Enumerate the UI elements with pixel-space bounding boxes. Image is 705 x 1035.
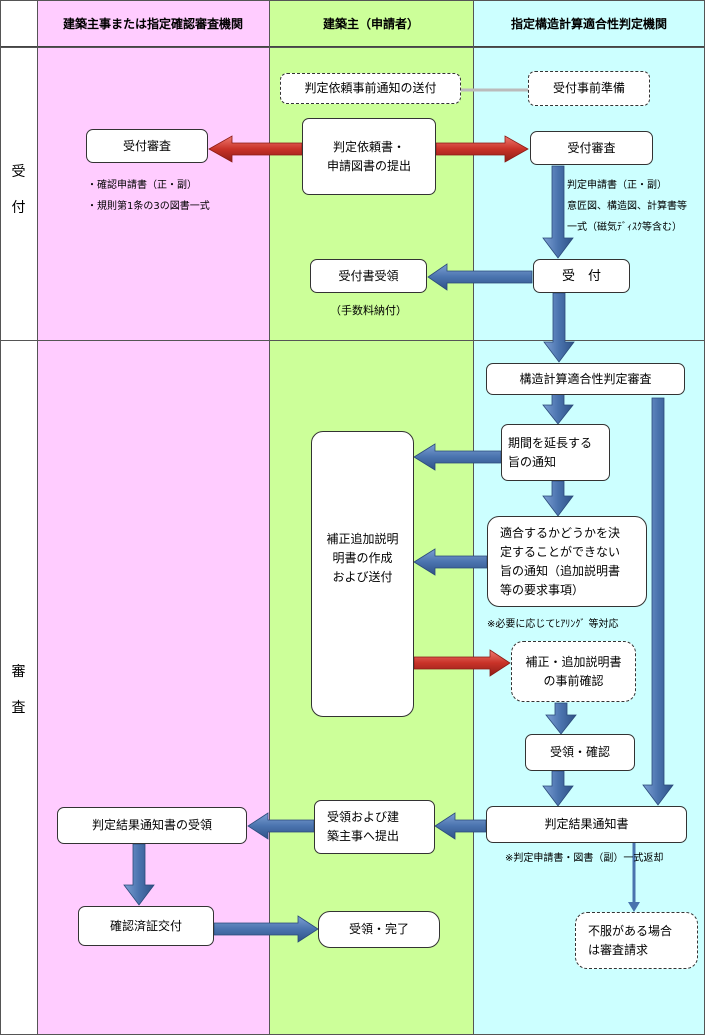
blue-arrow-left (434, 812, 487, 840)
divider (269, 0, 270, 1035)
result-received-box: 判定結果通知書の受領 (57, 807, 247, 844)
red-arrow-right (413, 649, 511, 677)
supplement-docs-box: 補正追加説明 明書の作成 および送付 (311, 431, 414, 717)
extension-notice-box: 期間を延長する 旨の通知 (501, 424, 610, 481)
phase-divider (0, 340, 705, 341)
hearing-note: ※必要に応じてﾋｱﾘﾝｸﾞ 等対応 (487, 619, 619, 630)
header-blank (0, 0, 37, 47)
phase-reception-char-1: 受 (11, 164, 26, 180)
blue-arrow-left (247, 812, 315, 840)
header-building-official: 建築主事または指定確認審査機関 (37, 0, 269, 47)
cannot-decide-notice-box: 適合するかどうかを決 定することができない 旨の通知（追加説明書 等の要求事項） (487, 516, 647, 607)
blue-arrow-down (542, 770, 574, 807)
blue-arrow-left (413, 443, 502, 471)
accept-box: 受 付 (533, 259, 630, 293)
submit-request-box: 判定依頼書・ 申請図書の提出 (302, 118, 436, 195)
right-docs-note-2: 意匠図、構造図、計算書等 (567, 201, 687, 212)
lane-phase (0, 0, 37, 1035)
objection-box: 不服がある場合 は審査請求 (575, 912, 698, 969)
receive-complete-box: 受領・完了 (318, 911, 440, 948)
red-arrow-right (435, 135, 529, 163)
blue-arrow-left (427, 263, 533, 291)
divider (0, 47, 705, 48)
phase-review-char-2: 査 (11, 700, 26, 716)
structural-review-box: 構造計算適合性判定審査 (486, 363, 685, 395)
header-judgement-agency: 指定構造計算適合性判定機関 (473, 0, 705, 47)
result-notice-box: 判定結果通知書 (486, 806, 687, 843)
fee-note: （手数料納付） (330, 304, 407, 317)
receive-confirm-box: 受領・確認 (525, 734, 635, 771)
right-docs-note-3: 一式（磁気ﾃﾞｨｽｸ等含む） (567, 222, 682, 233)
divider (37, 0, 38, 1035)
blue-arrow-down (542, 165, 574, 259)
receipt-received-box: 受付書受領 (310, 259, 427, 293)
phase-review: 審 査 (0, 650, 37, 730)
advance-notice-box: 判定依頼事前通知の送付 (280, 73, 461, 104)
lane-building-official (37, 0, 269, 1035)
right-docs-note-1: 判定申請書（正・副） (567, 180, 667, 191)
reception-review-left-box: 受付審査 (86, 129, 208, 163)
left-docs-note-1: ・確認申請書（正・副） (87, 180, 197, 191)
blue-arrow-down (545, 702, 577, 735)
phase-review-char-1: 審 (11, 664, 26, 680)
certificate-issued-box: 確認済証交付 (78, 906, 214, 946)
red-arrow-left (208, 135, 303, 163)
phase-reception: 受 付 (0, 150, 37, 230)
blue-arrow-down-long (642, 397, 674, 806)
prep-box: 受付事前準備 (528, 71, 650, 106)
blue-arrow-down (123, 843, 155, 906)
blue-arrow-left (413, 548, 488, 576)
header-applicant: 建築主（申請者） (269, 0, 473, 47)
left-docs-note-2: ・規則第1条の3の図書一式 (87, 201, 210, 212)
divider (0, 0, 1, 1035)
blue-arrow-down (543, 292, 575, 363)
divider (0, 0, 705, 1)
receive-submit-box: 受領および建 築主事へ提出 (314, 800, 435, 854)
blue-arrow-right (213, 915, 319, 943)
divider (473, 0, 474, 1035)
pre-check-box: 補正・追加説明書 の事前確認 (511, 641, 636, 702)
blue-arrow-down (542, 393, 574, 425)
blue-arrow-down (542, 480, 574, 517)
phase-reception-char-2: 付 (11, 200, 26, 216)
thin-arrow-head (628, 902, 640, 912)
reception-review-right-box: 受付審査 (530, 131, 653, 165)
return-docs-note: ※判定申請書・図書（副）一式返却 (505, 853, 664, 864)
